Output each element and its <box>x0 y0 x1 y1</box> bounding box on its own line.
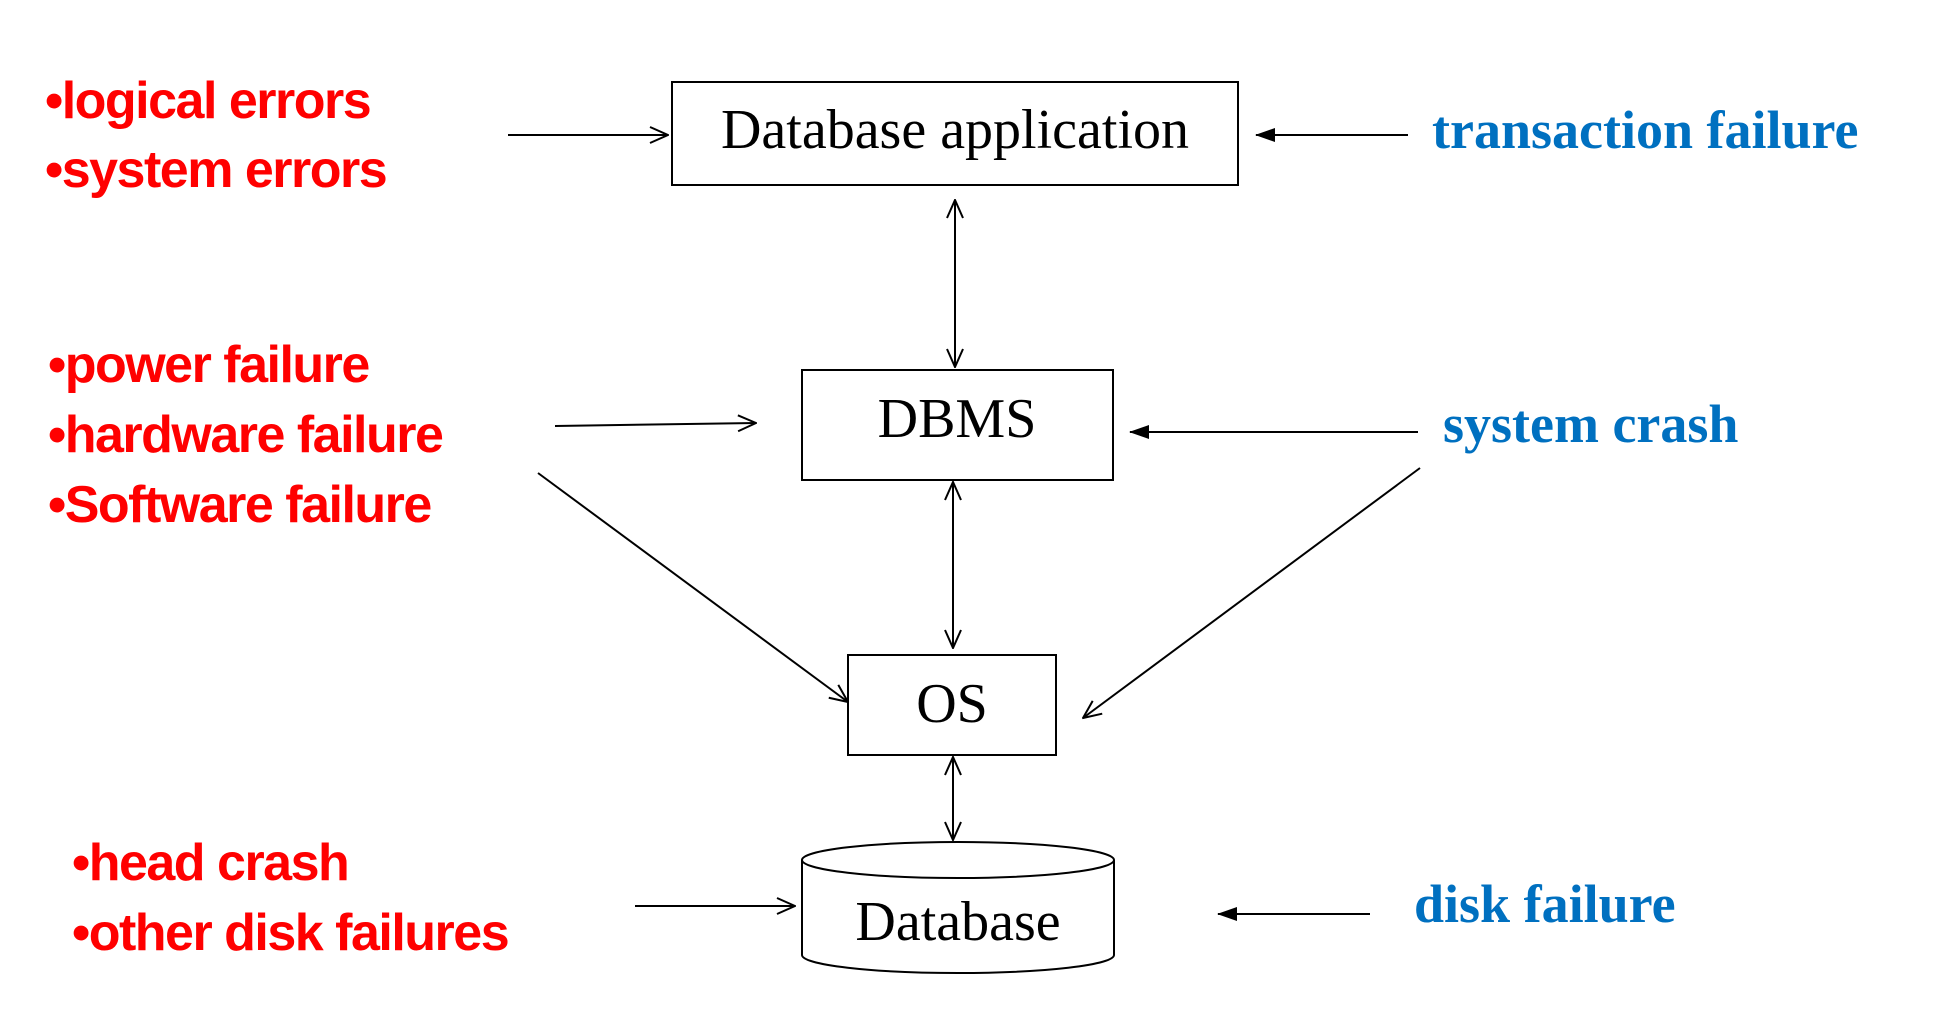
cause-power-failure: •power failure <box>48 336 369 394</box>
system-cause-to-os-arrow <box>537 472 848 702</box>
database-application-box: Database application <box>671 81 1239 186</box>
cause-hardware-failure: •hardware failure <box>48 406 443 464</box>
transaction-failure-label: transaction failure <box>1432 100 1858 160</box>
database-cylinder: Database <box>801 841 1115 974</box>
database-application-label: Database application <box>721 99 1189 161</box>
system-cause-to-dbms-arrow <box>554 423 756 426</box>
dbms-box: DBMS <box>801 369 1114 481</box>
system-crash-label: system crash <box>1443 394 1738 454</box>
cause-logical-errors: •logical errors <box>45 72 370 130</box>
cause-software-failure: •Software failure <box>48 476 431 534</box>
disk-failure-label: disk failure <box>1414 874 1676 934</box>
system-causes: •power failure •hardware failure •Softwa… <box>48 336 444 534</box>
application-causes: •logical errors •system errors <box>45 72 388 199</box>
cause-head-crash: •head crash <box>72 834 348 892</box>
os-label: OS <box>916 673 988 735</box>
system-crash-to-os-arrow <box>1083 467 1421 718</box>
cause-system-errors: •system errors <box>45 141 386 199</box>
cause-other-disk-failures: •other disk failures <box>72 904 508 962</box>
os-box: OS <box>847 654 1057 756</box>
database-label: Database <box>855 891 1060 953</box>
disk-causes: •head crash •other disk failures <box>72 834 510 962</box>
dbms-label: DBMS <box>878 388 1037 450</box>
